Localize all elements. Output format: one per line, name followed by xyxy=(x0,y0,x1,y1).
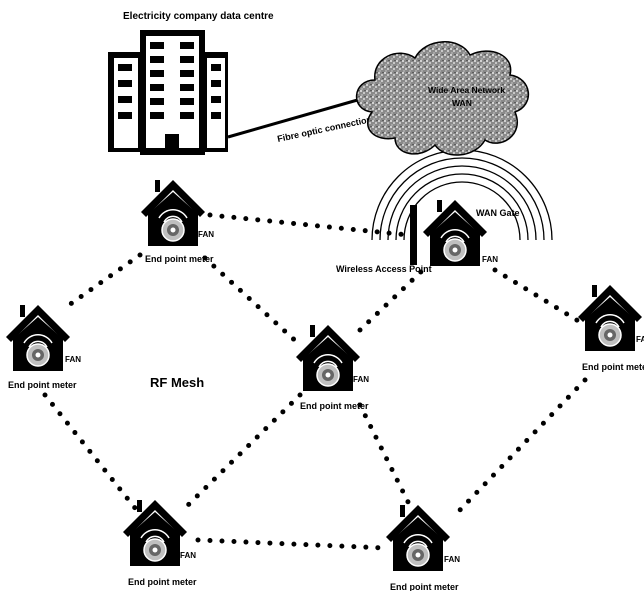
wireless-access-point xyxy=(410,199,488,267)
meter-node-far-right: FAN End point meter xyxy=(577,284,644,372)
access-point-tag: FAN xyxy=(482,255,498,264)
link-farright-bottomright xyxy=(455,377,588,515)
node-caption: End point meter xyxy=(582,362,644,372)
wan-gate-label: WAN Gate xyxy=(476,208,520,218)
house-meter-icon xyxy=(577,284,643,352)
wan-cloud xyxy=(355,41,530,156)
meter-node-bottom-right: FAN End point meter xyxy=(385,504,460,591)
node-tag: FAN xyxy=(353,375,369,384)
house-meter-icon xyxy=(295,324,361,392)
house-meter-icon xyxy=(140,179,206,247)
link-ap-farright xyxy=(492,267,583,325)
node-caption: End point meter xyxy=(8,380,77,390)
link-center-bottomright xyxy=(357,402,415,513)
data-centre-building xyxy=(108,30,228,155)
meter-node-far-left: FAN End point meter xyxy=(5,304,81,390)
node-caption: End point meter xyxy=(145,254,214,264)
link-topleft-center xyxy=(202,255,303,348)
node-tag: FAN xyxy=(65,355,81,364)
link-center-ap xyxy=(357,265,428,333)
data-centre-label: Electricity company data centre xyxy=(123,11,274,22)
rf-mesh-label: RF Mesh xyxy=(150,375,204,390)
meter-node-bottom-left: FAN End point meter xyxy=(122,499,197,587)
fibre-optic-link xyxy=(227,93,376,139)
link-topleft-ap xyxy=(207,212,411,238)
cloud-label-line2: WAN xyxy=(452,98,472,108)
link-center-bottomleft xyxy=(182,392,303,511)
link-bottomleft-bottomright xyxy=(195,537,388,551)
antenna-mast xyxy=(410,205,417,265)
link-topleft-farleft xyxy=(59,252,143,313)
mesh-links xyxy=(42,212,588,551)
meter-node-top-left: FAN End point meter xyxy=(140,179,214,264)
node-tag: FAN xyxy=(198,230,214,239)
meter-node-center: FAN End point meter xyxy=(295,324,369,411)
node-tag: FAN xyxy=(444,555,460,564)
node-caption: End point meter xyxy=(300,401,369,411)
cloud-label-line1: Wide Area Network xyxy=(428,85,505,95)
house-meter-icon xyxy=(122,499,188,567)
house-meter-icon xyxy=(385,504,451,572)
node-caption: End point meter xyxy=(390,582,459,591)
house-meter-icon xyxy=(5,304,71,372)
access-point-label: Wireless Access Point xyxy=(336,264,432,274)
node-tag: FAN xyxy=(180,551,196,560)
link-farleft-bottomleft xyxy=(42,392,138,511)
node-caption: End point meter xyxy=(128,577,197,587)
node-tag: FAN xyxy=(636,335,644,344)
